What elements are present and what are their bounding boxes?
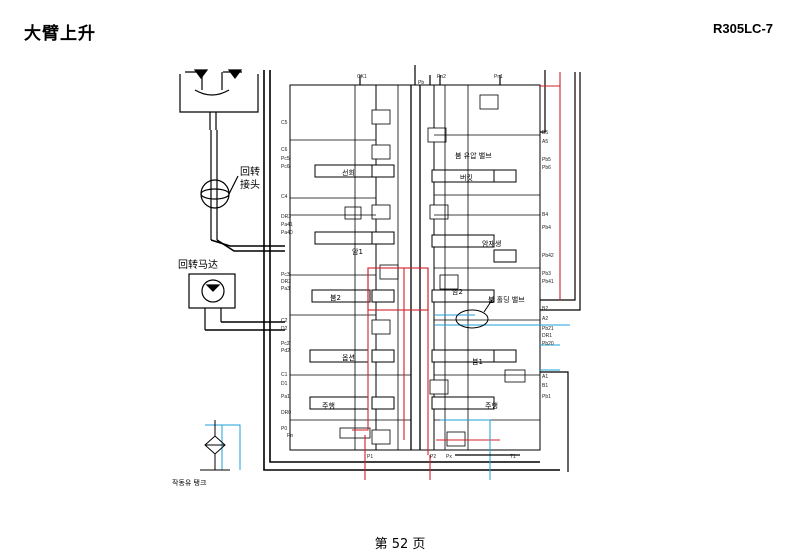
port-label: C5 <box>281 120 288 126</box>
spool-label-travel-right: 주행 <box>485 401 498 410</box>
port-label: Pa40 <box>281 230 293 236</box>
port-label: Pb41 <box>542 279 554 285</box>
port-label: DR2 <box>281 279 291 285</box>
port-label: Pc6 <box>281 164 290 170</box>
port-label: DR1 <box>542 333 552 339</box>
port-label: Pb6 <box>542 165 551 171</box>
port-label: Pb1 <box>542 394 551 400</box>
port-labels-right: B5 A5 Pb5 Pb6 B4 Pb4 Pb42 Pb3 Pb41 B2 A2… <box>542 130 554 400</box>
port-label: Pn2 <box>437 74 446 80</box>
port-label: A5 <box>542 139 548 145</box>
spool-label-arm1: 암1 <box>352 248 363 256</box>
port-label: Pb5 <box>542 157 551 163</box>
port-label: Pc3 <box>281 272 290 278</box>
page-title: 大臂上升 <box>24 24 96 44</box>
port-label: D1 <box>281 381 288 387</box>
top-pipes <box>359 65 581 311</box>
port-label: P1 <box>367 454 373 460</box>
port-label: C6 <box>281 147 288 153</box>
spool-sections-right <box>431 169 517 410</box>
spool-labels: 선회 암1 붐2 옵션 주행 버킷 암재생 암2 붐1 주행 붐 홀딩 밸브 붐… <box>322 151 525 410</box>
port-label: T1 <box>510 454 516 460</box>
boom-holding-valve-highlight <box>455 299 493 329</box>
port-label: C4 <box>281 194 288 200</box>
spool-label-arm2: 암2 <box>452 288 463 296</box>
port-label: Pb20 <box>542 341 554 347</box>
port-label: B4 <box>542 212 548 218</box>
bottom-right-frame <box>455 371 569 472</box>
port-label: Pa1 <box>281 394 290 400</box>
port-label: C1 <box>281 372 288 378</box>
left-hydraulic-lines <box>205 70 560 471</box>
spool-label-bucket: 버킷 <box>460 173 473 182</box>
port-labels-left: C5 C6 Pc5 Pc6 C4 DR3 Pa41 Pa40 Pc3 DR2 P… <box>281 120 293 439</box>
spool-label-boom2: 붐2 <box>330 294 341 302</box>
tank-filter-symbol <box>200 420 230 471</box>
swivel-joint-symbol <box>200 130 239 240</box>
port-label: DR3 <box>281 214 291 220</box>
port-label: Pd2 <box>281 348 290 354</box>
port-label: P0 <box>281 426 287 432</box>
port-label: D2 <box>281 326 288 332</box>
page-number: 第 52 页 <box>374 537 426 552</box>
pilot-lines <box>205 314 570 480</box>
port-label: CK1 <box>357 74 367 80</box>
swing-motor-symbol <box>188 273 236 330</box>
spool-label-travel-left: 주행 <box>322 401 335 410</box>
port-label: Pn <box>287 433 293 439</box>
spool-label-option: 옵션 <box>342 353 355 362</box>
port-label: Pa3 <box>281 286 290 292</box>
spool-label-lock-valve: 붐 유압 밸브 <box>455 151 492 160</box>
internal-lines <box>290 85 540 450</box>
port-label: Pa41 <box>281 222 293 228</box>
spool-label-boom-holding: 붐 홀딩 밸브 <box>488 295 525 304</box>
tank-label: 작동유 탱크 <box>172 478 207 487</box>
port-label: Px <box>446 454 452 460</box>
port-label: DR0 <box>281 410 291 416</box>
port-label: Pb21 <box>542 326 554 332</box>
model-number: R305LC-7 <box>713 21 773 36</box>
port-label: Pc2 <box>281 341 290 347</box>
swivel-joint-label-2: 接头 <box>240 178 260 191</box>
port-label: Pc5 <box>281 156 290 162</box>
swing-motor-label: 回转马达 <box>178 258 218 271</box>
port-label: Pb <box>418 80 424 86</box>
travel-motor-symbols <box>179 69 259 130</box>
spool-label-boom1: 붐1 <box>472 358 483 366</box>
swivel-joint-label-1: 回转 <box>240 165 260 178</box>
spool-label-swing: 선회 <box>342 168 355 177</box>
port-label: A1 <box>542 374 548 380</box>
port-label: B2 <box>542 306 548 312</box>
port-label: Pb3 <box>542 271 551 277</box>
spool-label-arm-regen: 암재생 <box>482 239 501 248</box>
port-label: C2 <box>281 318 288 324</box>
port-label: A2 <box>542 316 548 322</box>
port-labels-top: CK1 Pn1 Pn2 Pb <box>357 74 503 86</box>
pressure-oil-path <box>352 72 561 480</box>
port-label: Pb4 <box>542 225 551 231</box>
spool-sections-left <box>309 164 395 410</box>
port-label: P2 <box>430 454 436 460</box>
port-label: Pn1 <box>494 74 503 80</box>
port-label: Pb42 <box>542 253 554 259</box>
port-label: B1 <box>542 383 548 389</box>
port-labels-bottom: P1 P2 Px T1 <box>367 454 516 460</box>
port-label: B5 <box>542 130 548 136</box>
